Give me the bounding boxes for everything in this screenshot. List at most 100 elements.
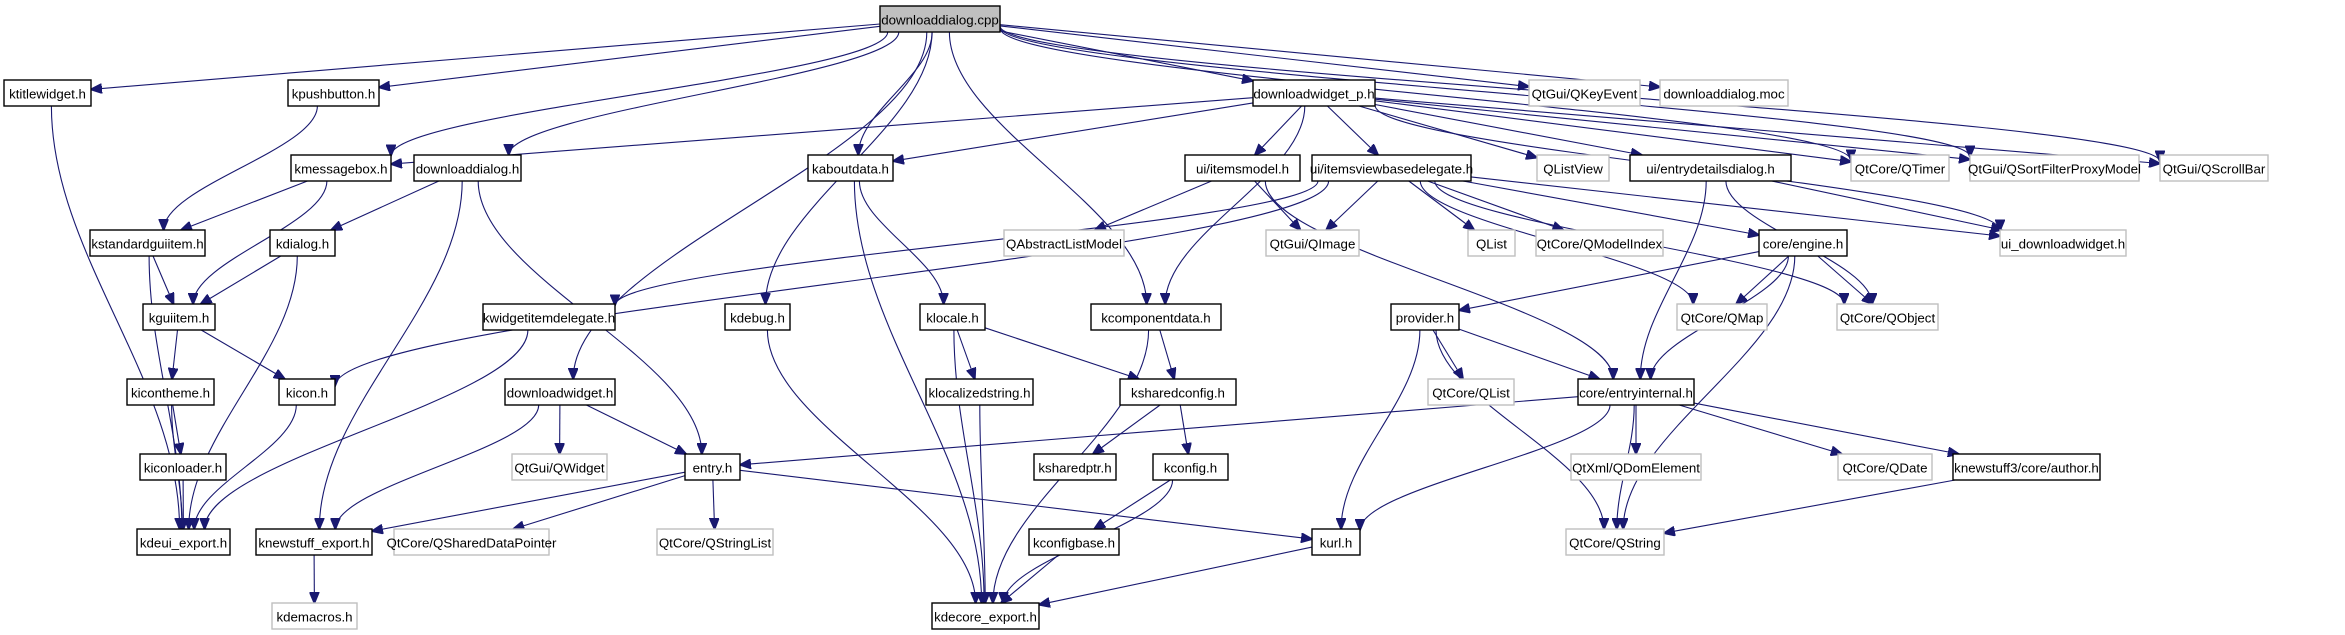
node-downloaddialog-cpp[interactable]: downloaddialog.cpp <box>879 5 1001 33</box>
node-box <box>1003 229 1125 257</box>
edge-downloaddialog-cpp-to-qtimer <box>999 28 1851 160</box>
node-ui-entrydetailsdialog-h[interactable]: ui/entrydetailsdialog.h <box>1629 154 1792 182</box>
node-kconfigbase-h[interactable]: kconfigbase.h <box>1028 528 1120 556</box>
node-label: QtGui/QSortFilterProxyModel <box>1968 162 2141 177</box>
node-box <box>807 154 894 182</box>
edge-entry-h-to-knewstuff-export-h <box>372 471 686 531</box>
node-qtgui-qimage: QtGui/QImage <box>1265 229 1360 257</box>
node-box <box>879 5 1001 33</box>
edge-klocale-h-to-kdecore-export-h <box>953 329 984 603</box>
node-label: kdialog.h <box>276 237 329 252</box>
node-core-entryinternal-h[interactable]: core/entryinternal.h <box>1577 378 1695 406</box>
edge-itemsmodel-h-to-qimage <box>1254 180 1301 230</box>
node-provider-h[interactable]: provider.h <box>1390 303 1460 331</box>
edge-provider-h-to-qstring <box>1435 329 1604 529</box>
node-ui-itemsmodel-h[interactable]: ui/itemsmodel.h <box>1184 154 1301 182</box>
node-box <box>3 79 92 107</box>
node-kmessagebox-h[interactable]: kmessagebox.h <box>290 154 392 182</box>
node-kconfig-h[interactable]: kconfig.h <box>1152 453 1229 481</box>
node-label: QtCore/QList <box>1432 386 1510 401</box>
node-ktitlewidget-h[interactable]: ktitlewidget.h <box>3 79 92 107</box>
edge-klocale-h-to-klocalizedstring-h <box>956 329 975 379</box>
edge-ksharedconfig-h-to-ksharedptr-h <box>1093 404 1161 454</box>
edge-downloaddialog-h-to-knewstuff-export-h <box>319 180 463 529</box>
edge-downloaddialog-cpp-to-downloadwidget-p-h <box>999 30 1253 81</box>
node-kwidgetitemdelegate-h[interactable]: kwidgetitemdelegate.h <box>482 303 616 331</box>
edge-downloaddialog-cpp-to-downloaddialog-moc <box>999 24 1660 87</box>
node-label: kcomponentdata.h <box>1101 311 1210 326</box>
node-box <box>1311 154 1472 182</box>
edge-entryinternal-h-to-author-h <box>1693 402 1959 454</box>
node-kdialog-h[interactable]: kdialog.h <box>269 229 336 257</box>
node-label: QtCore/QSharedDataPointer <box>387 536 558 551</box>
node-kaboutdata-h[interactable]: kaboutdata.h <box>807 154 894 182</box>
edge-klocalizedstring-h-to-kdecore-export-h <box>979 404 985 603</box>
edge-downloaddialog-cpp-to-kmessagebox-h <box>391 31 889 156</box>
node-box <box>287 79 380 107</box>
node-label: QListView <box>1543 162 1603 177</box>
node-downloadwidget-h[interactable]: downloadwidget.h <box>504 378 616 406</box>
edge-downloadwidget-p-h-to-entrydetailsdialog-h <box>1374 103 1642 156</box>
node-core-engine-h[interactable]: core/engine.h <box>1758 229 1848 257</box>
edge-provider-h-to-entryinternal-h <box>1458 328 1599 379</box>
node-downloaddialog-h[interactable]: downloaddialog.h <box>413 154 522 182</box>
edge-downloadwidget-p-h-to-qsortfilterproxymodel <box>1374 98 1970 159</box>
node-kdebug-h[interactable]: kdebug.h <box>724 303 791 331</box>
node-entry-h[interactable]: entry.h <box>684 453 741 481</box>
node-box <box>89 229 206 257</box>
node-label: ksharedptr.h <box>1038 461 1111 476</box>
node-label: kurl.h <box>1320 536 1353 551</box>
node-box <box>1427 378 1515 406</box>
node-box <box>139 453 227 481</box>
node-label: kconfigbase.h <box>1033 536 1115 551</box>
node-downloadwidget-p-h[interactable]: downloadwidget_p.h <box>1252 79 1376 107</box>
node-kcomponentdata-h[interactable]: kcomponentdata.h <box>1090 303 1222 331</box>
node-ksharedconfig-h[interactable]: ksharedconfig.h <box>1119 378 1237 406</box>
node-knewstuff-export-h[interactable]: knewstuff_export.h <box>255 528 373 556</box>
node-box <box>482 303 616 331</box>
node-box <box>136 528 231 556</box>
node-box <box>393 528 550 556</box>
node-box <box>1252 79 1376 107</box>
node-qtgui-qsortfilterproxymodel: QtGui/QSortFilterProxyModel <box>1968 154 2141 182</box>
node-kstandardguiitem-h[interactable]: kstandardguiitem.h <box>89 229 206 257</box>
edge-entrydetailsdialog-h-to-ui-downloadwidget-h <box>1771 180 2002 230</box>
node-knewstuff3-core-author-h[interactable]: knewstuff3/core/author.h <box>1952 453 2101 481</box>
node-kurl-h[interactable]: kurl.h <box>1311 528 1361 556</box>
edge-engine-h-to-qstring <box>1623 255 1796 529</box>
edge-provider-h-to-kurl-h <box>1341 329 1421 529</box>
node-kguiitem-h[interactable]: kguiitem.h <box>142 303 216 331</box>
node-ui-itemsviewbasedelegate-h[interactable]: ui/itemsviewbasedelegate.h <box>1310 154 1473 182</box>
node-label: QtCore/QTimer <box>1855 162 1946 177</box>
node-box <box>1837 453 1933 481</box>
node-klocalizedstring-h[interactable]: klocalizedstring.h <box>925 378 1034 406</box>
node-qlist: QList <box>1467 229 1516 257</box>
node-ksharedptr-h[interactable]: ksharedptr.h <box>1033 453 1117 481</box>
node-klocale-h[interactable]: klocale.h <box>919 303 986 331</box>
node-ui-downloadwidget-h: ui_downloadwidget.h <box>1999 229 2127 257</box>
edge-downloaddialog-h-to-kdialog-h <box>331 180 440 230</box>
node-kicontheme-h[interactable]: kicontheme.h <box>126 378 215 406</box>
node-box <box>1577 378 1695 406</box>
edge-kguiitem-h-to-kicon-h <box>200 329 285 379</box>
node-box <box>925 378 1034 406</box>
nodes-layer: downloaddialog.cpp ktitlewidget.h kpushbut… <box>3 5 2269 630</box>
node-label: ui_downloadwidget.h <box>2001 237 2125 252</box>
edge-entry-h-to-kurl-h <box>739 469 1312 539</box>
node-kdecore-export-h[interactable]: kdecore_export.h <box>931 602 1040 630</box>
node-box <box>1467 229 1516 257</box>
node-qabstractlistmodel: QAbstractListModel <box>1003 229 1125 257</box>
node-kdeui-export-h[interactable]: kdeui_export.h <box>136 528 231 556</box>
node-box <box>1676 303 1768 331</box>
edge-itemsviewbasedelegate-h-to-engine-h <box>1462 180 1759 235</box>
node-kicon-h[interactable]: kicon.h <box>278 378 336 406</box>
node-box <box>413 154 522 182</box>
node-box <box>1565 528 1665 556</box>
edge-kaboutdata-h-to-klocale-h <box>858 180 943 304</box>
node-box <box>1850 154 1950 182</box>
node-box <box>1028 528 1120 556</box>
edge-engine-h-to-qobject <box>1817 255 1873 304</box>
node-kiconloader-h[interactable]: kiconloader.h <box>139 453 227 481</box>
node-label: kconfig.h <box>1164 461 1217 476</box>
node-kpushbutton-h[interactable]: kpushbutton.h <box>287 79 380 107</box>
